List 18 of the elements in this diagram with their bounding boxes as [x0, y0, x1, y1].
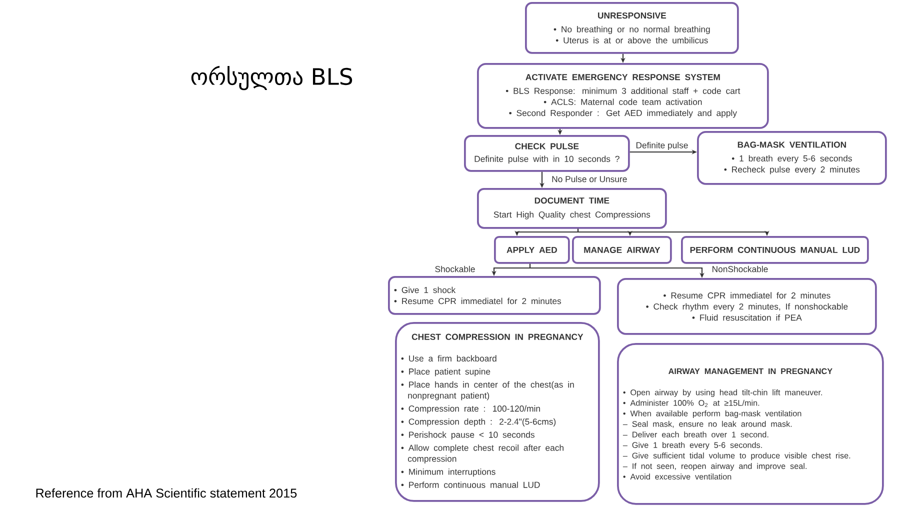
flow-box: DOCUMENT TIME Start High Quality chest Compressions: [477, 188, 667, 229]
flow-box: CHECK PULSE Definite pulse with in 10 seconds ?: [464, 135, 630, 172]
caption: Reference from AHA Scientific statement 2015: [36, 488, 297, 498]
edge-label: Shockable: [433, 264, 477, 274]
flow-box: • Give 1 shock • Resume CPR immediatel for 2 minutes: [388, 276, 601, 315]
edge-label: No Pulse or Unsure: [550, 174, 629, 184]
flow-box: ACTIVATE EMERGENCY RESPONSE SYSTEM • BLS Response: minimum 3 additional staff + code cart • ACLS: Maternal code team activation • Second Responder : Get AED immediately and apply: [477, 63, 769, 129]
flow-box: UNRESPONSIVE • No breathing or no normal breathing • Uterus is at or above the umbilicus: [525, 2, 739, 54]
flow-box: MANAGE AIRWAY: [572, 236, 672, 264]
edge-label: NonShockable: [710, 264, 770, 274]
flow-box: • Resume CPR immediatel for 2 minutes • Check rhythm every 2 minutes, If nonshockable • Fluid resuscitation if PEA: [617, 278, 877, 335]
flow-box: CHEST COMPRESSION IN PREGNANCY • Use a firm backboard • Place patient supine • Place hands in center of the chest(as in nonpregnant patient) • Compression rate : 100-120/min • Compression depth : 2-2.4"(5-6cms) • Perishock pause < 10 seconds • Allow complete chest recoil after each compression • Minimum interruptions • Perform continuous manual LUD: [395, 322, 600, 502]
flow-box: BAG-MASK VENTILATION • 1 breath every 5-6 seconds • Recheck pulse every 2 minutes: [697, 131, 887, 185]
title: ორსულთა BLS: [191, 66, 352, 90]
flow-box: PERFORM CONTINUOUS MANUAL LUD: [681, 236, 869, 264]
flow-box: APPLY AED: [494, 236, 570, 264]
edge-label: Definite pulse: [634, 140, 690, 152]
flow-box: AIRWAY MANAGEMENT IN PREGNANCY • Open airway by using head tilt-chin lift maneuver. • Administer 100% O$_{2}$ at ≥15L/min. • When available perform bag-mask ventilation – Seal mask, ensure no leak around mask. – Deliver each breath over 1 second. – Give 1 breath every 5-6 seconds. – Give sufficient tidal volume to produce visible chest rise. – If not seen, reopen airway and improve seal. • Avoid excessive ventilation: [617, 343, 884, 505]
